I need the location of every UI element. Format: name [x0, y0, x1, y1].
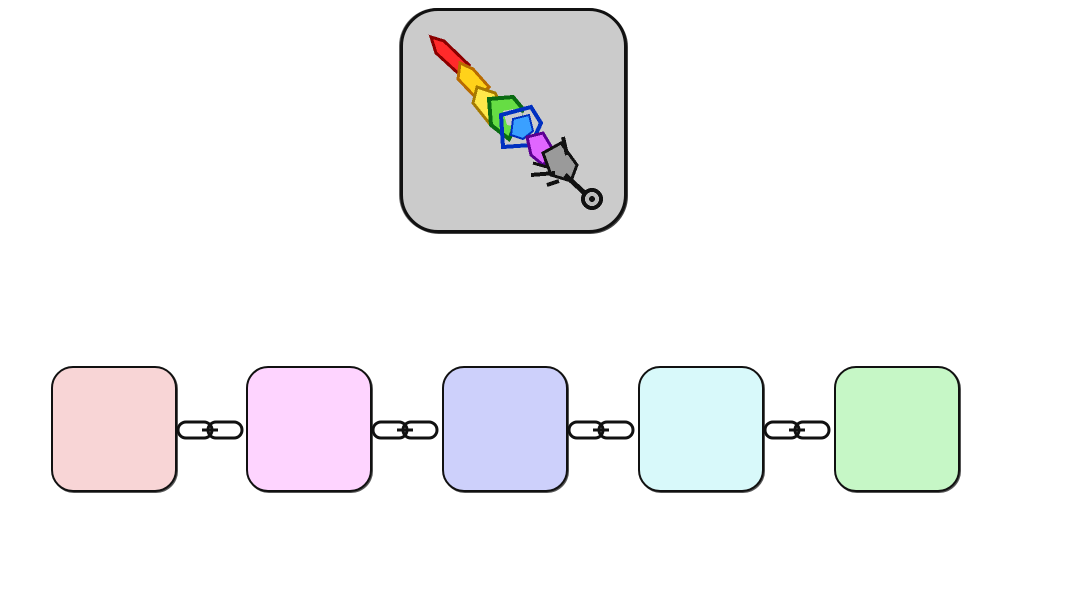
item-frame[interactable]	[400, 8, 627, 233]
chain-link-icon	[763, 412, 833, 448]
rainbow-sword-icon	[403, 11, 630, 236]
chain-link-icon	[371, 412, 441, 448]
color-slot-blue[interactable]	[442, 366, 568, 492]
color-slot-cyan[interactable]	[638, 366, 764, 492]
color-slot-pink[interactable]	[246, 366, 372, 492]
chain-link-icon	[176, 412, 246, 448]
color-slot-green[interactable]	[834, 366, 960, 492]
chain-link-icon	[567, 412, 637, 448]
color-slot-red[interactable]	[51, 366, 177, 492]
